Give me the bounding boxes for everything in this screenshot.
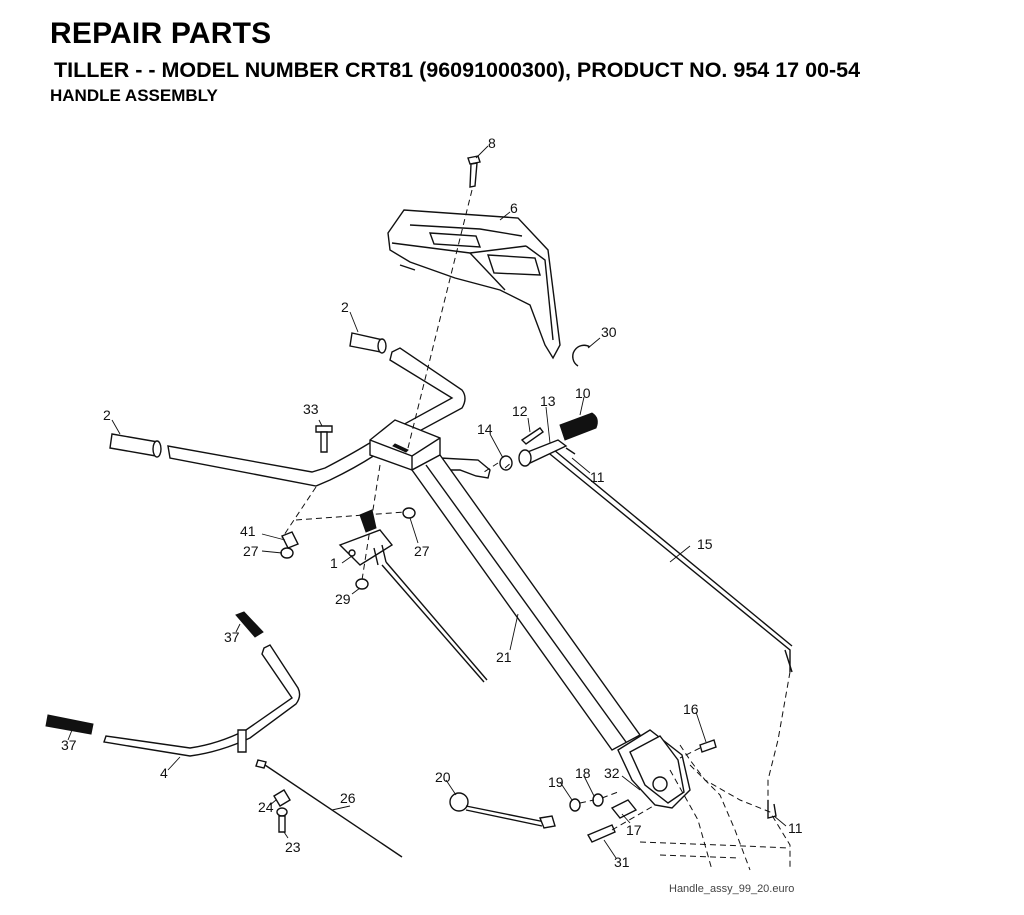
part-2-grip-left (109, 433, 162, 458)
callout-27-right: 27 (414, 543, 430, 559)
callout-4: 4 (160, 765, 168, 781)
callout-11-upper: 11 (590, 469, 605, 485)
callout-11-lower: 11 (788, 820, 803, 836)
callout-29: 29 (335, 591, 351, 607)
callout-33: 33 (303, 401, 319, 417)
tiller-body-outline (639, 744, 791, 871)
part-24-bracket (273, 789, 291, 807)
part-15-shift-rod (544, 444, 793, 673)
part-31-bolt (586, 824, 616, 843)
part-37-grip-left (45, 714, 94, 735)
part-17-plate (610, 799, 638, 819)
callout-20: 20 (435, 769, 451, 785)
part-16-bolt (699, 739, 717, 753)
part-27-nut-left (280, 547, 294, 559)
callout-31: 31 (614, 854, 630, 870)
callout-37-upper: 37 (224, 629, 240, 645)
part-2-grip-upper (349, 332, 387, 354)
callout-19: 19 (548, 774, 564, 790)
part-41-clip (281, 531, 299, 549)
part-11-clip-lower (767, 800, 777, 819)
part-27-nut-right (402, 507, 416, 519)
callout-10: 10 (575, 385, 591, 401)
callout-23: 23 (285, 839, 301, 855)
callout-12: 12 (512, 403, 528, 419)
callout-13: 13 (540, 393, 556, 409)
callout-30: 30 (601, 324, 617, 340)
callout-2-upper: 2 (341, 299, 349, 315)
part-18-nut (592, 793, 604, 807)
callout-labels: 8 6 2 30 2 33 12 13 10 14 11 41 27 1 27 … (61, 135, 803, 870)
drawing-reference: Handle_assy_99_20.euro (669, 883, 794, 895)
callout-6: 6 (510, 200, 518, 216)
part-8-screw (467, 155, 481, 188)
part-1-throttle-bracket (338, 509, 394, 566)
callout-8: 8 (488, 135, 496, 151)
part-23-bolt (276, 807, 288, 833)
part-20-shift-lever (449, 792, 556, 829)
part-29-nut (355, 578, 369, 590)
model-subtitle: TILLER - - MODEL NUMBER CRT81 (960910003… (54, 58, 861, 82)
part-14-spacer (499, 455, 513, 471)
part-12-pin (520, 427, 544, 445)
part-33-bolt (315, 425, 333, 453)
part-10-knob (559, 412, 598, 441)
callout-32: 32 (604, 765, 620, 781)
callout-15: 15 (697, 536, 713, 552)
callout-26: 26 (340, 790, 356, 806)
throttle-cable-rod (381, 564, 485, 683)
callout-24: 24 (258, 799, 274, 815)
part-37-grip-upper (235, 611, 264, 638)
part-11-pin-upper (565, 447, 576, 455)
part-32-pivot-plates (617, 729, 691, 809)
callout-16: 16 (683, 701, 699, 717)
callout-14: 14 (477, 421, 493, 437)
assembly-title: HANDLE ASSEMBLY (50, 86, 218, 105)
part-13-lever (518, 439, 568, 467)
page-title: REPAIR PARTS (50, 17, 272, 50)
part-30-clip (572, 344, 591, 367)
callout-37-left: 37 (61, 737, 77, 753)
callout-1: 1 (330, 555, 338, 571)
assembly-lines (281, 189, 791, 831)
part-19-washer (569, 798, 581, 812)
callout-41: 41 (240, 523, 256, 539)
handle-bar-tube (167, 347, 466, 487)
part-6-console-panel (387, 209, 561, 360)
part-4-lower-handle (103, 644, 301, 757)
callout-18: 18 (575, 765, 591, 781)
callout-2-left: 2 (103, 407, 111, 423)
callout-27-left: 27 (243, 543, 259, 559)
leader-lines (67, 145, 787, 859)
callout-17: 17 (626, 822, 642, 838)
callout-21: 21 (496, 649, 512, 665)
